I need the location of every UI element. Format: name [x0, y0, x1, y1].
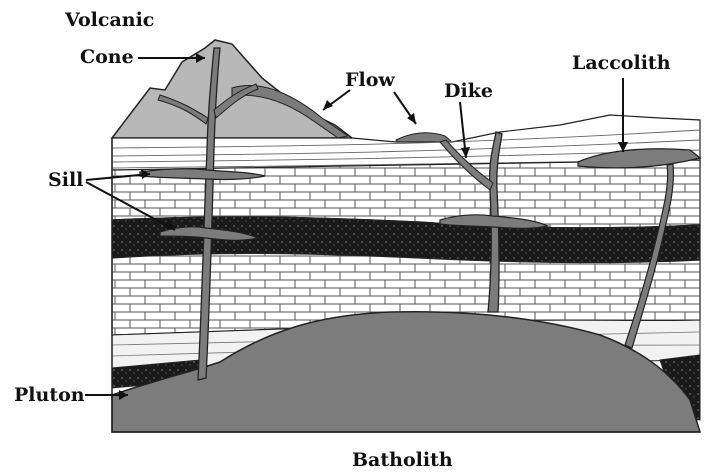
label-dike: Dike: [444, 80, 493, 102]
label-pluton: Pluton: [14, 384, 85, 406]
label-volcanic: Volcanic: [64, 9, 154, 31]
arrow-head-flow-left: [323, 100, 333, 110]
label-sill: Sill: [48, 169, 83, 191]
label-laccolith: Laccolith: [572, 52, 671, 74]
label-cone: Cone: [80, 46, 134, 68]
arrow-head-flow-right: [407, 113, 416, 124]
label-flow: Flow: [345, 69, 395, 91]
label-batholith: Batholith: [352, 449, 453, 471]
